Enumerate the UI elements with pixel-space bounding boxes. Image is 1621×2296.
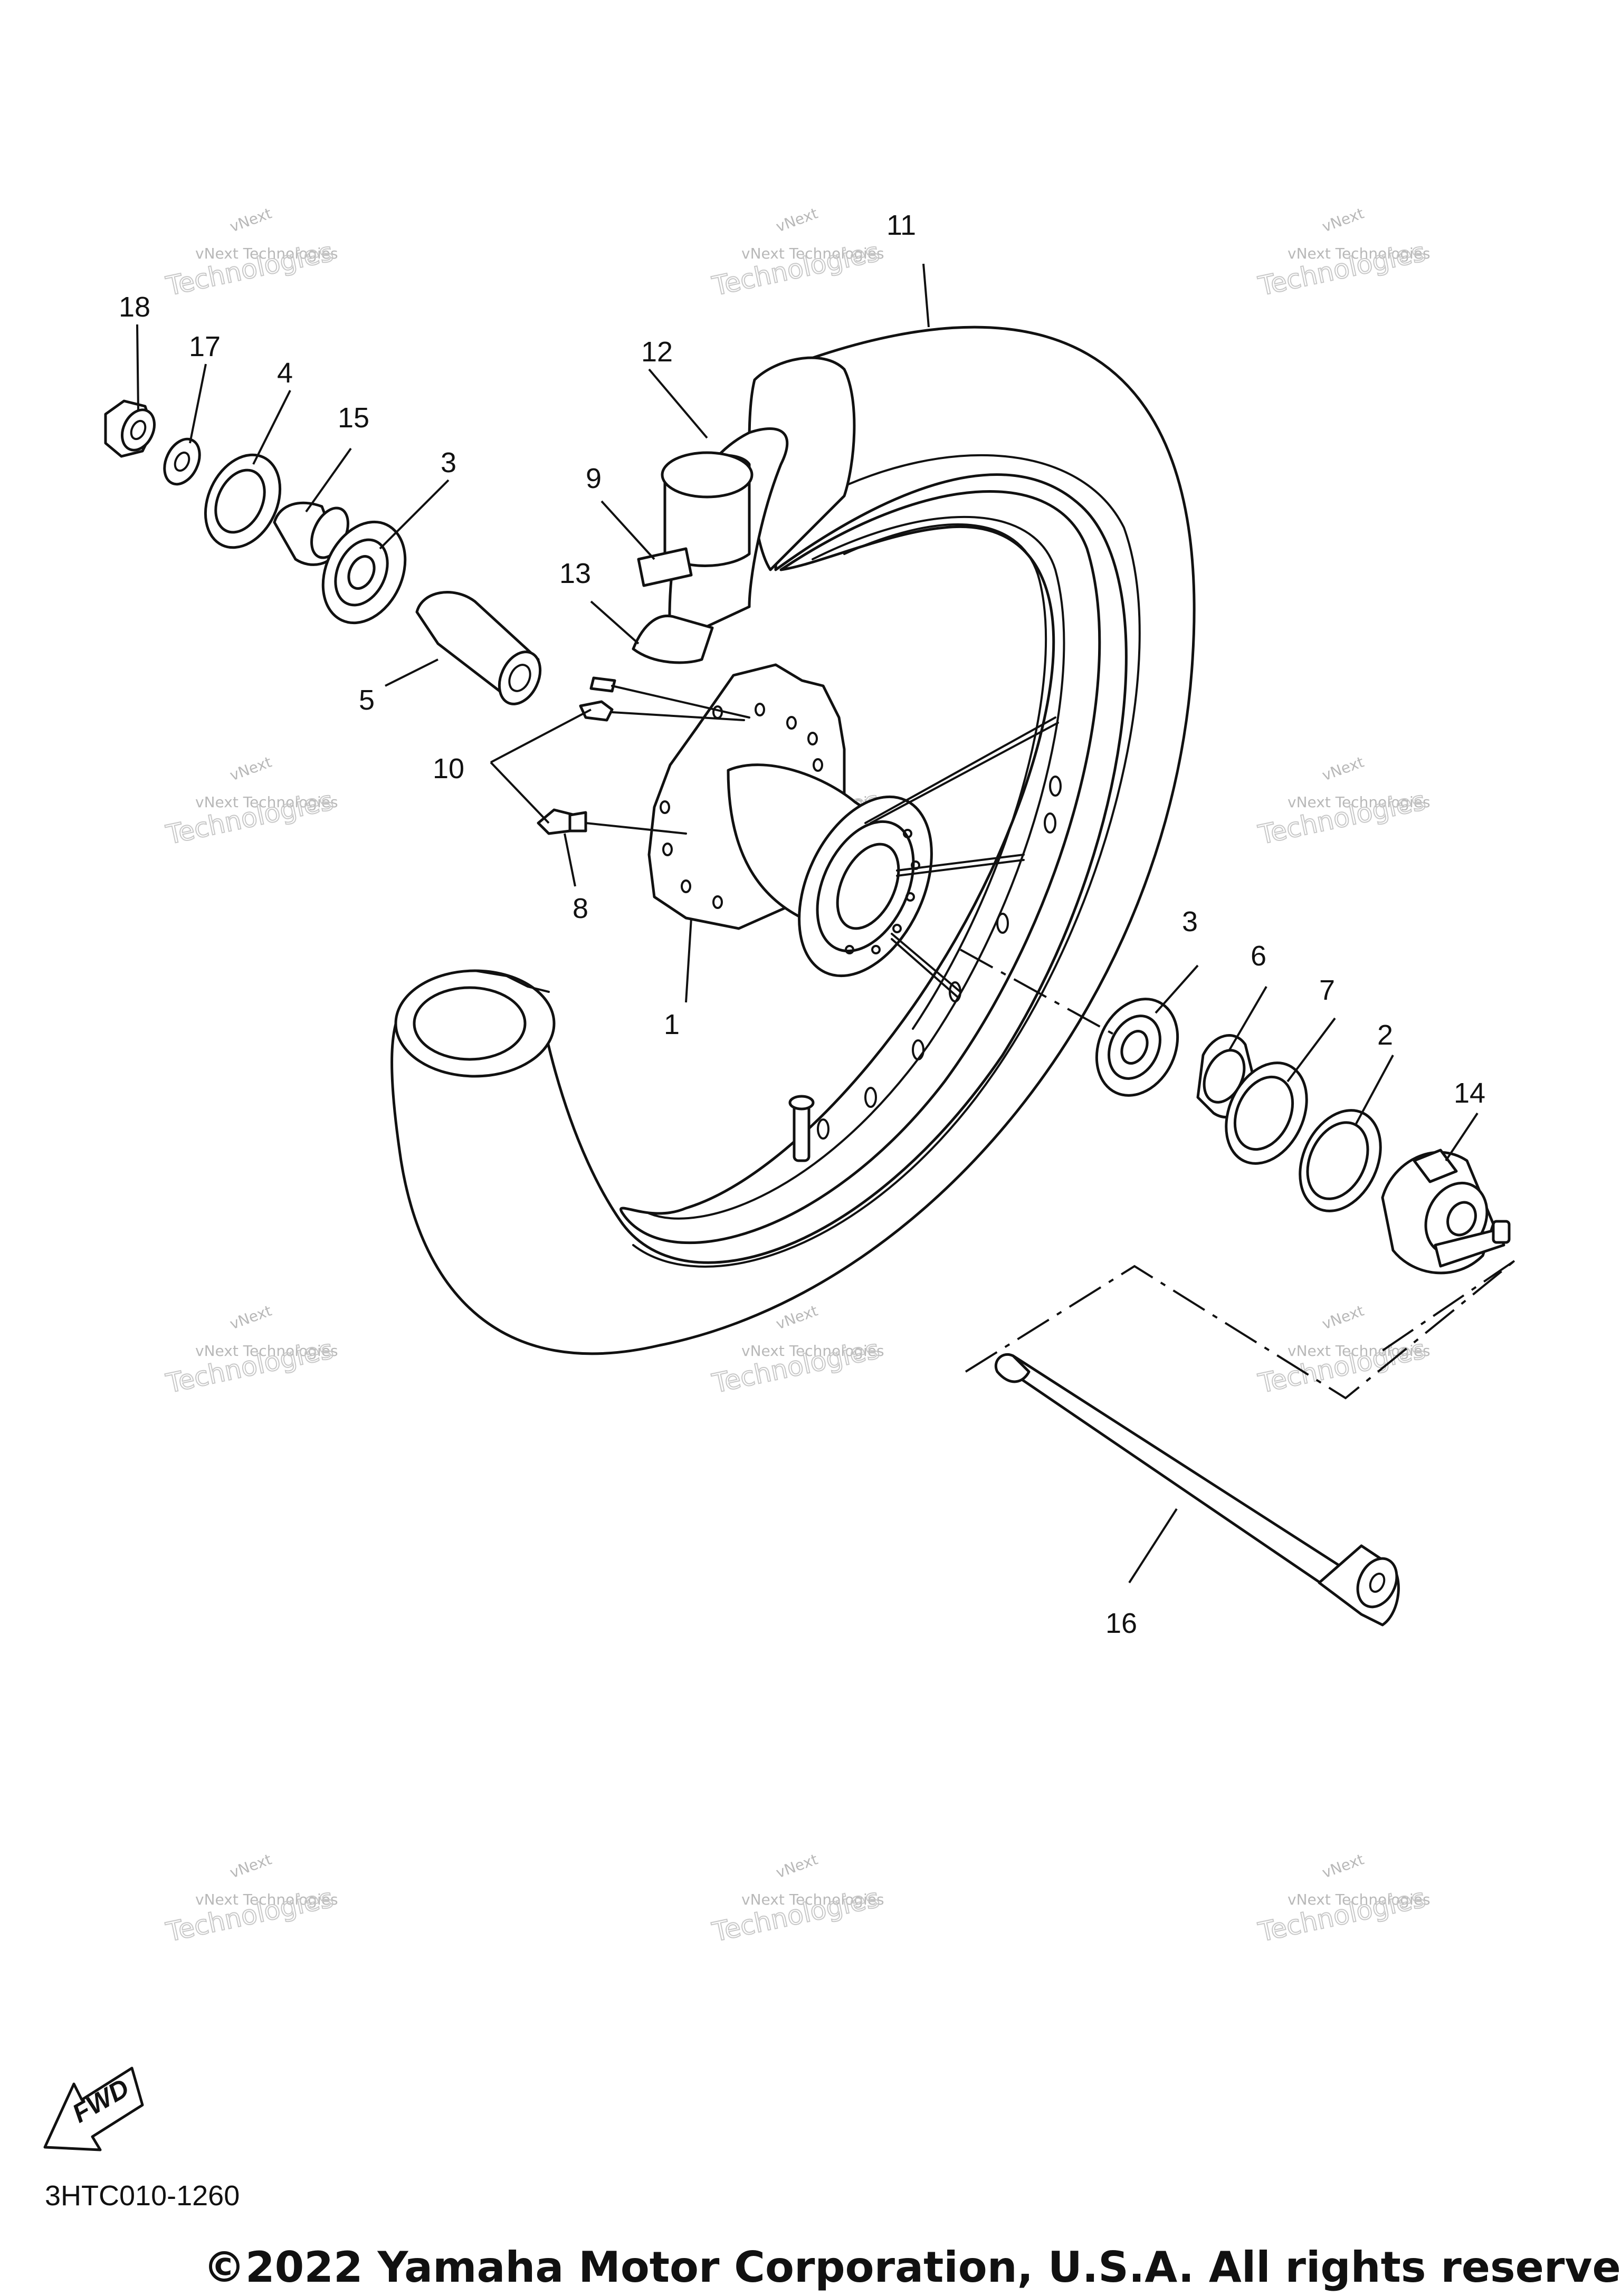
svg-text:vNext: vNext [227, 1851, 274, 1882]
callout-5: 5 [359, 684, 375, 716]
svg-text:vNext: vNext [1320, 1302, 1366, 1333]
spoke-set-b [537, 808, 687, 835]
callout-10: 10 [433, 753, 464, 785]
watermark: vNext vNext Technologies Technologies [709, 205, 884, 302]
valve-stem [788, 1095, 815, 1162]
rim-spoke-holes [817, 776, 1062, 1140]
svg-text:vNext: vNext [774, 1851, 820, 1882]
callout-14: 14 [1454, 1077, 1485, 1109]
callout-12: 12 [641, 336, 673, 368]
svg-text:vNext Technologies: vNext Technologies [741, 245, 884, 262]
spokes [864, 716, 1059, 998]
callout-18: 18 [119, 291, 150, 323]
svg-text:vNext: vNext [227, 1302, 274, 1333]
svg-text:vNext: vNext [1320, 1851, 1366, 1882]
watermark: vNext vNext Technologies Technologies [709, 1851, 884, 1948]
tire [390, 326, 1196, 1355]
svg-text:vNext Technologies: vNext Technologies [195, 1891, 338, 1908]
callout-labels: 1 2 3 3 4 5 6 7 8 9 10 11 12 13 14 15 16… [119, 209, 1485, 1639]
watermark: vNext vNext Technologies Technologies [163, 205, 338, 302]
meter-clutch-gear-unit [1381, 1149, 1511, 1275]
hub-spoke-holes [845, 829, 920, 954]
svg-text:vNext Technologies: vNext Technologies [195, 1342, 338, 1360]
tube-protector [637, 547, 693, 587]
callout-8: 8 [573, 893, 588, 924]
hub [647, 663, 933, 978]
callout-11: 11 [886, 209, 916, 241]
svg-text:vNext: vNext [774, 1302, 820, 1333]
callout-13: 13 [559, 558, 591, 589]
callout-7: 7 [1319, 974, 1335, 1006]
callout-3: 3 [1182, 906, 1198, 937]
watermark: vNext vNext Technologies Technologies [1255, 205, 1430, 302]
callout-1: 1 [664, 1009, 680, 1040]
bearing-left [321, 520, 407, 625]
diagram-code: 3HTC010-1260 [45, 2180, 240, 2212]
watermark: vNext vNext Technologies Technologies [1255, 753, 1431, 851]
svg-text:vNext Technologies: vNext Technologies [1288, 793, 1431, 811]
svg-text:vNext: vNext [227, 205, 274, 236]
axle-nut [104, 399, 156, 458]
watermark: vNext vNext Technologies Technologies [1255, 1851, 1430, 1948]
svg-text:vNext Technologies: vNext Technologies [741, 1342, 884, 1360]
svg-text:vNext Technologies: vNext Technologies [1288, 1891, 1431, 1908]
callout-4: 4 [277, 357, 293, 389]
tube [661, 427, 789, 645]
rim-band [632, 615, 714, 664]
oil-seal-right [1225, 1061, 1308, 1165]
svg-text:vNext: vNext [227, 753, 274, 785]
collar [1299, 1109, 1382, 1212]
svg-text:vNext: vNext [774, 205, 820, 236]
oil-seal-left [204, 453, 282, 549]
svg-text:vNext Technologies: vNext Technologies [1288, 1342, 1431, 1360]
svg-text:vNext: vNext [1320, 205, 1366, 236]
callout-16: 16 [1105, 1608, 1137, 1639]
spoke-set-a [579, 676, 750, 722]
watermark: vNext vNext Technologies Technologies [163, 1302, 338, 1400]
svg-text:vNext Technologies: vNext Technologies [195, 793, 338, 811]
callout-9: 9 [586, 463, 602, 494]
rim [619, 490, 1101, 1245]
watermark: vNext vNext Technologies Technologies [163, 753, 338, 851]
watermark: vNext vNext Technologies Technologies [163, 1851, 338, 1948]
bearing-right [1095, 998, 1179, 1097]
copyright: ©2022 Yamaha Motor Corporation, U.S.A. A… [203, 2243, 1621, 2292]
assembly-lines [960, 949, 1515, 1400]
svg-text:vNext: vNext [1320, 753, 1366, 785]
callout-2: 2 [1377, 1019, 1393, 1051]
axle [994, 1353, 1400, 1627]
callout-3: 3 [441, 447, 456, 479]
callout-17: 17 [189, 331, 221, 362]
leader-lines [136, 263, 1479, 1584]
hub-bolt-holes [660, 703, 823, 909]
fwd-arrow-icon: FWD [43, 2067, 144, 2151]
washer [163, 437, 201, 486]
svg-text:vNext Technologies: vNext Technologies [195, 245, 338, 262]
callout-15: 15 [338, 402, 369, 434]
svg-text:vNext Technologies: vNext Technologies [741, 1891, 884, 1908]
spacer [415, 591, 542, 705]
callout-6: 6 [1251, 940, 1266, 972]
svg-text:vNext Technologies: vNext Technologies [1288, 245, 1431, 262]
